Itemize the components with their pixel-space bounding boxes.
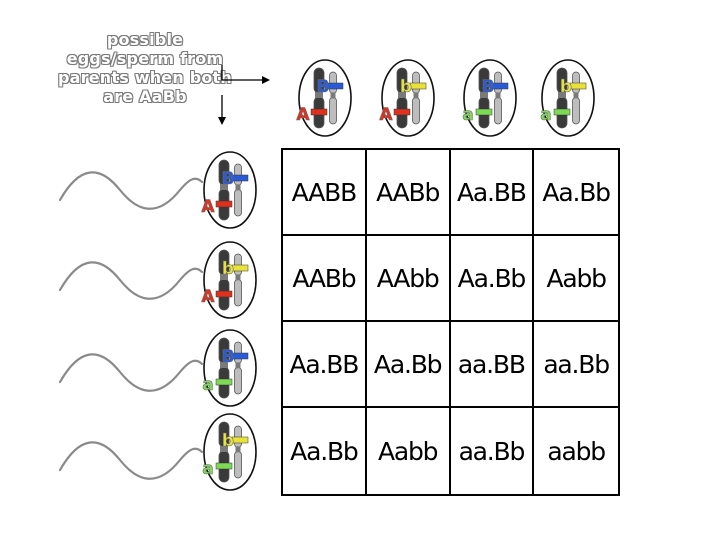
punnett-cell: Aabb xyxy=(367,408,451,494)
gamete-top-4: ab xyxy=(540,60,594,136)
arrow-right xyxy=(222,65,262,80)
centromere xyxy=(331,92,336,98)
chromosome-arm xyxy=(235,451,242,478)
punnett-cell: aa.BB xyxy=(451,322,535,408)
punnett-cell: AAbb xyxy=(367,236,451,322)
arrow-down-head xyxy=(218,117,226,125)
sperm-tail-3 xyxy=(60,354,202,390)
chromosome-arm xyxy=(495,72,502,93)
punnett-cell: Aa.Bb xyxy=(451,236,535,322)
chromosome-arm xyxy=(573,72,580,93)
chromosome-arm xyxy=(413,97,420,124)
allele-letter: B xyxy=(482,77,495,97)
chromosome-arm xyxy=(235,164,242,185)
allele-letter: A xyxy=(296,105,310,125)
allele-letter: a xyxy=(202,375,213,395)
punnett-cell: Aa.BB xyxy=(451,150,535,236)
allele-letter: B xyxy=(222,169,235,189)
sperm-tail-4 xyxy=(60,442,202,478)
allele-letter: b xyxy=(222,431,234,451)
gamete-side-4: ab xyxy=(202,414,256,490)
gamete-side-3: aB xyxy=(202,330,256,406)
arrow-right-head xyxy=(262,76,270,84)
chromosome-arm xyxy=(330,97,337,124)
allele-letter: b xyxy=(560,77,572,97)
allele-letter: A xyxy=(201,287,215,307)
gamete-side-2: Ab xyxy=(201,242,256,318)
chromosome-arm xyxy=(235,254,242,275)
centromere xyxy=(414,92,419,98)
gamete-side-1: AB xyxy=(201,152,256,228)
centromere xyxy=(236,362,241,368)
allele-marker xyxy=(410,83,426,89)
centromere xyxy=(236,274,241,280)
allele-letter: B xyxy=(222,347,235,367)
gamete-top-3: aB xyxy=(462,60,516,136)
allele-marker xyxy=(216,379,232,385)
allele-marker xyxy=(311,109,327,115)
allele-marker xyxy=(216,201,232,207)
sperm-tail-2 xyxy=(60,262,202,298)
allele-letter: A xyxy=(201,197,215,217)
allele-letter: A xyxy=(379,105,393,125)
allele-marker xyxy=(232,437,248,443)
chromosome-arm xyxy=(573,97,580,124)
chromosome-arm xyxy=(235,426,242,447)
punnett-cell: AABb xyxy=(283,236,367,322)
chromosome-arm xyxy=(495,97,502,124)
allele-letter: b xyxy=(222,259,234,279)
punnett-cell: aa.Bb xyxy=(451,408,535,494)
allele-marker xyxy=(232,265,248,271)
centromere xyxy=(236,184,241,190)
allele-marker xyxy=(216,463,232,469)
centromere xyxy=(574,92,579,98)
allele-letter: B xyxy=(317,77,330,97)
allele-marker xyxy=(394,109,410,115)
punnett-cell: Aa.Bb xyxy=(283,408,367,494)
punnett-cell: AABb xyxy=(367,150,451,236)
centromere xyxy=(236,446,241,452)
allele-letter: b xyxy=(400,77,412,97)
chromosome-arm xyxy=(235,342,242,363)
chromosome-arm xyxy=(413,72,420,93)
allele-letter: a xyxy=(540,105,551,125)
allele-marker xyxy=(554,109,570,115)
chromosome-arm xyxy=(235,367,242,394)
allele-letter: a xyxy=(202,459,213,479)
arrows xyxy=(218,65,270,125)
punnett-cell: Aa.BB xyxy=(283,322,367,408)
punnett-cell: Aabb xyxy=(534,236,618,322)
punnett-cell: Aa.Bb xyxy=(534,150,618,236)
chromosome-arm xyxy=(235,279,242,306)
punnett-square: AABB AABb Aa.BB Aa.Bb AABb AAbb Aa.Bb Aa… xyxy=(281,148,620,496)
punnett-cell: aabb xyxy=(534,408,618,494)
allele-marker xyxy=(216,291,232,297)
punnett-cell: aa.Bb xyxy=(534,322,618,408)
punnett-cell: AABB xyxy=(283,150,367,236)
gamete-top-1: AB xyxy=(296,60,351,136)
chromosome-arm xyxy=(330,72,337,93)
centromere xyxy=(496,92,501,98)
chromosome-arm xyxy=(235,189,242,216)
gamete-top-2: Ab xyxy=(379,60,434,136)
allele-marker xyxy=(570,83,586,89)
sperm-tail-1 xyxy=(60,172,202,208)
allele-marker xyxy=(476,109,492,115)
punnett-cell: Aa.Bb xyxy=(367,322,451,408)
sperm-tails xyxy=(60,172,202,478)
allele-letter: a xyxy=(462,105,473,125)
